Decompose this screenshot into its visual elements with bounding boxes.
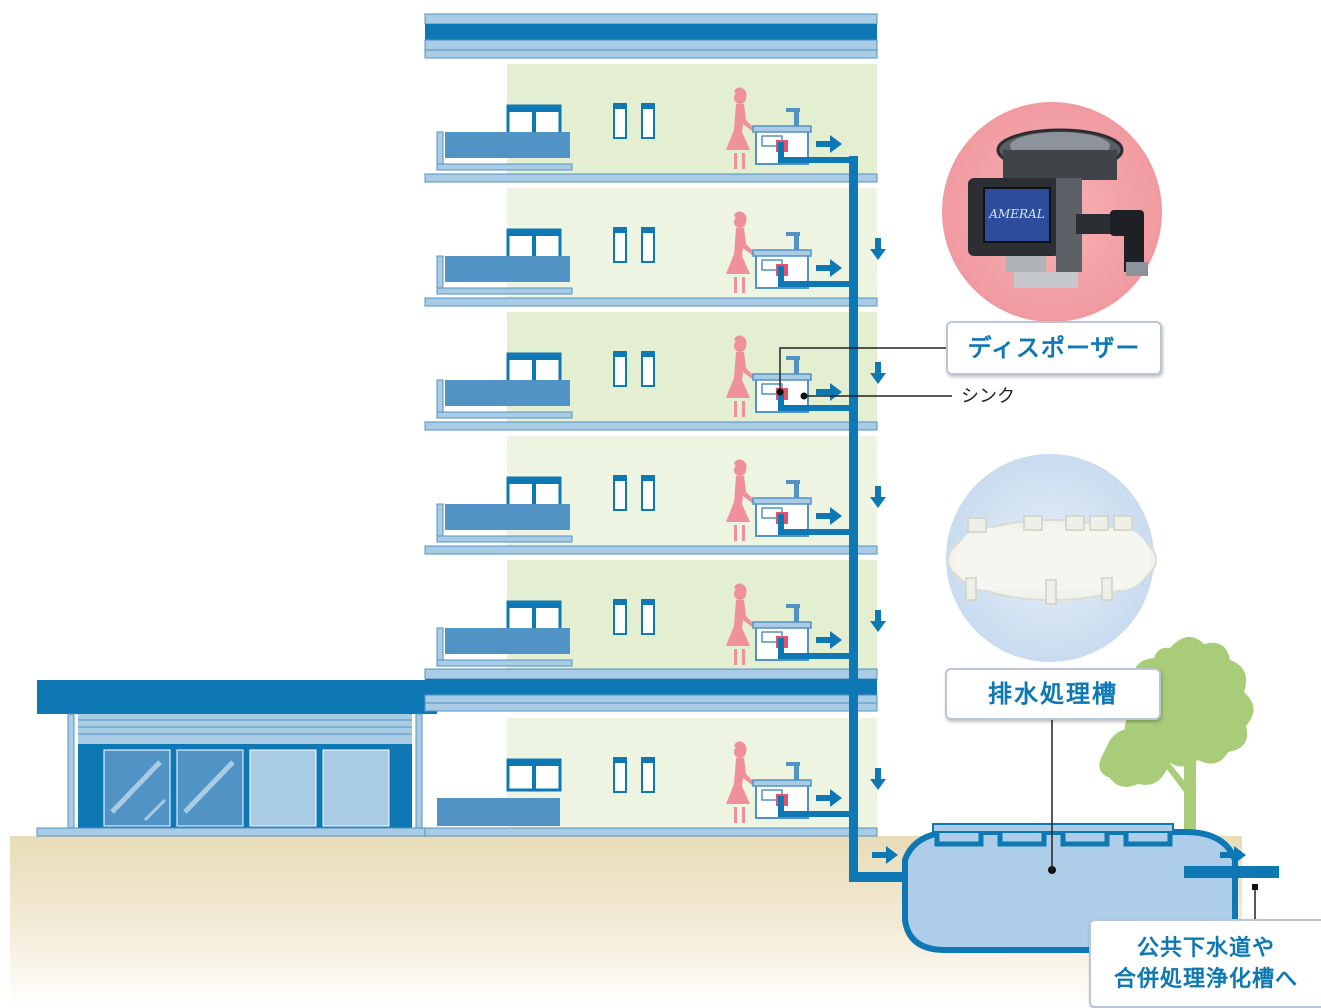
disposer-photo: AMERAL [942,102,1162,322]
drain-stack [849,156,909,882]
floor-4 [424,312,878,431]
treatment-tank-label: 排水処理槽 [945,668,1161,720]
floor-6 [424,64,878,183]
floors [424,64,878,837]
tree [1099,636,1254,836]
disposer-label: ディスポーザー [946,321,1162,375]
floor-1 [424,718,878,837]
disposer-brand-text: AMERAL [988,207,1044,221]
floor-3 [424,436,878,555]
destination-label: 公共下水道や 合併処理浄化槽へ [1089,919,1321,1008]
tower-roof [424,13,878,59]
floor-5 [424,188,878,307]
destination-label-line2: 合併処理浄化槽へ [1113,967,1298,992]
destination-label-line1: 公共下水道や [1136,936,1275,961]
low-rise-building [36,668,878,837]
sink-label: シンク [961,386,1015,407]
leader-lines [776,347,952,400]
floor-2 [424,560,878,679]
tank-photo [946,454,1157,662]
